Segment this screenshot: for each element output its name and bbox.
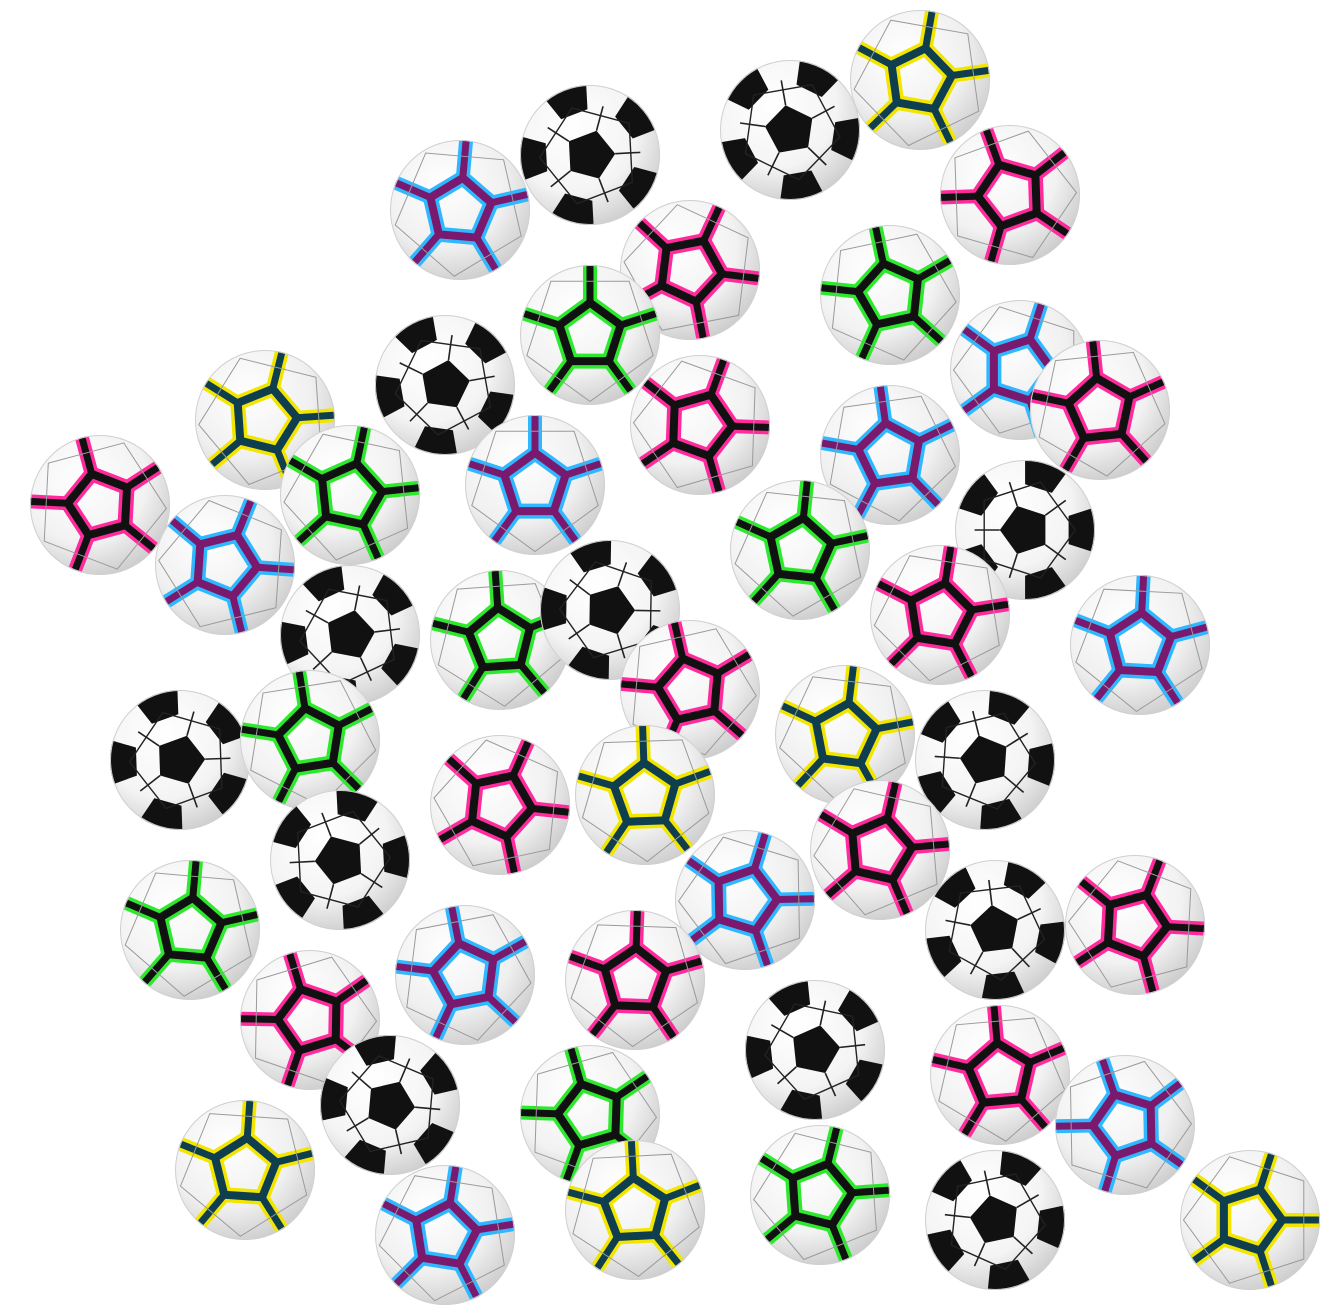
green-soccer-ball [820, 225, 960, 365]
pink-soccer-ball [810, 780, 950, 920]
pink-soccer-ball [565, 910, 705, 1050]
purple-soccer-ball [1070, 575, 1210, 715]
green-soccer-ball [730, 480, 870, 620]
green-soccer-ball [280, 425, 420, 565]
purple-soccer-ball [155, 495, 295, 635]
classic-soccer-ball [745, 980, 885, 1120]
green-soccer-ball [520, 265, 660, 405]
classic-soccer-ball [110, 690, 250, 830]
purple-soccer-ball [375, 1165, 515, 1305]
pink-soccer-ball [1065, 855, 1205, 995]
teal-soccer-ball [575, 725, 715, 865]
teal-soccer-ball [850, 10, 990, 150]
teal-soccer-ball [1180, 1150, 1320, 1290]
purple-soccer-ball [820, 385, 960, 525]
classic-soccer-ball [925, 860, 1065, 1000]
green-soccer-ball [240, 670, 380, 810]
pink-soccer-ball [930, 1005, 1070, 1145]
classic-soccer-ball [925, 1150, 1065, 1290]
pink-soccer-ball [940, 125, 1080, 265]
purple-soccer-ball [390, 140, 530, 280]
classic-soccer-ball [520, 85, 660, 225]
pink-soccer-ball [30, 435, 170, 575]
classic-soccer-ball [270, 790, 410, 930]
pink-soccer-ball [870, 545, 1010, 685]
purple-soccer-ball [465, 415, 605, 555]
purple-soccer-ball [1055, 1055, 1195, 1195]
pink-soccer-ball [1030, 340, 1170, 480]
green-soccer-ball [750, 1125, 890, 1265]
teal-soccer-ball [175, 1100, 315, 1240]
teal-soccer-ball [565, 1140, 705, 1280]
classic-soccer-ball [320, 1035, 460, 1175]
pink-soccer-ball [430, 735, 570, 875]
pink-soccer-ball [630, 355, 770, 495]
purple-soccer-ball [395, 905, 535, 1045]
green-soccer-ball [120, 860, 260, 1000]
